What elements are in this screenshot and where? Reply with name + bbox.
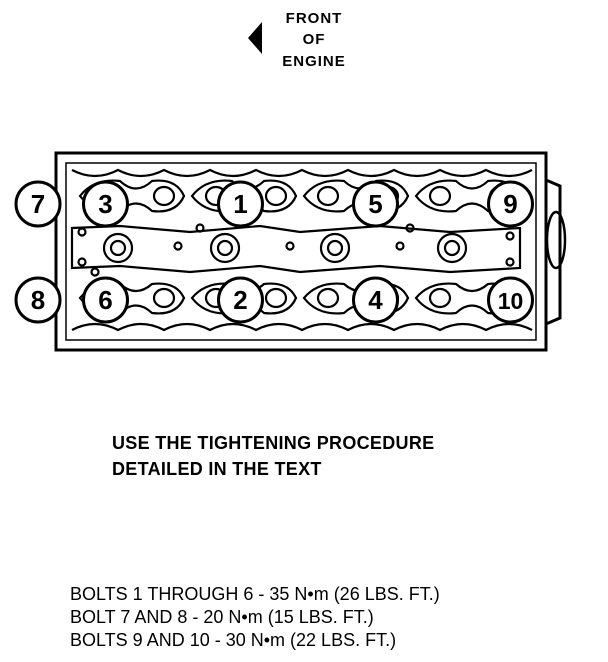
port-outline (302, 282, 410, 315)
torque-spec-line-2: BOLT 7 AND 8 - 20 N•m (15 LBS. FT.) (70, 607, 374, 627)
valve-hole (316, 185, 340, 207)
valve-hole (264, 185, 288, 207)
bolt-markers: 1 2 3 4 5 6 7 8 9 10 (14, 180, 534, 324)
valve-hole (316, 287, 340, 309)
oil-passage-hole (77, 257, 87, 267)
oil-passage-hole (505, 257, 515, 267)
oil-passage-hole (285, 241, 295, 251)
port-outline (302, 179, 410, 213)
oil-passage-hole (173, 241, 183, 251)
procedure-note-line-1: USE THE TIGHTENING PROCEDURE (112, 433, 435, 453)
valve-hole (152, 287, 176, 309)
oil-passage-hole (405, 223, 415, 233)
bolt-circle (14, 276, 62, 324)
procedure-note-line-2: DETAILED IN THE TEXT (112, 459, 322, 479)
bolt-circle (217, 276, 264, 324)
bolt-8: 8 (14, 276, 62, 324)
front-label-line-3: ENGINE (282, 53, 346, 70)
valve-hole (152, 185, 176, 207)
front-label-line-1: FRONT (286, 10, 343, 27)
torque-spec-line-1: BOLTS 1 THROUGH 6 - 35 N•m (26 LBS. FT.) (70, 584, 440, 604)
bolt-number: 7 (31, 189, 45, 219)
bolt-circle (487, 180, 534, 228)
valve-hole (264, 287, 288, 309)
torque-spec-line-3: BOLTS 9 AND 10 - 30 N•m (22 LBS. FT.) (70, 630, 397, 650)
bolt-10: 10 (487, 276, 534, 324)
bolt-number: 6 (98, 285, 112, 315)
bolt-2: 2 (217, 276, 264, 324)
bolt-5: 5 (352, 180, 399, 228)
bolt-circle (217, 180, 264, 228)
bolt-number: 9 (503, 189, 517, 219)
bolt-circle (82, 180, 129, 228)
bolt-number: 4 (368, 285, 383, 315)
oil-passage-hole (77, 227, 87, 237)
chamber-center (109, 239, 127, 257)
bolt-number: 8 (31, 285, 45, 315)
bolt-number: 3 (98, 189, 112, 219)
bolt-7: 7 (14, 180, 62, 228)
oil-passage-hole (195, 223, 205, 233)
chamber-ring (436, 232, 468, 264)
cylinder-head-outline (54, 151, 567, 352)
bolt-1: 1 (217, 180, 264, 228)
valve-hole (428, 287, 452, 309)
front-arrow-icon (248, 22, 262, 54)
bolt-circle (487, 276, 534, 324)
bolt-number: 10 (498, 288, 524, 314)
chamber-center (443, 239, 461, 257)
bolt-9: 9 (487, 180, 534, 228)
torque-specifications: BOLTS 1 THROUGH 6 - 35 N•m (26 LBS. FT.)… (70, 583, 440, 652)
bolt-4: 4 (352, 276, 399, 324)
chamber-center (216, 239, 234, 257)
procedure-note: USE THE TIGHTENING PROCEDURE DETAILED IN… (112, 430, 434, 482)
chamber-ring (319, 232, 351, 264)
water-jacket-edge (71, 168, 533, 178)
center-gallery-outline (70, 224, 522, 274)
bolt-number: 5 (368, 189, 382, 219)
front-label-line-2: OF (303, 31, 326, 48)
chamber-center (326, 239, 344, 257)
chamber-ring (209, 232, 241, 264)
bolt-circle (352, 180, 399, 228)
bolt-circle (352, 276, 399, 324)
bolt-number: 2 (233, 285, 247, 315)
bolt-3: 3 (82, 180, 129, 228)
water-jacket-edge (71, 322, 533, 332)
bolt-circle (82, 276, 129, 324)
chamber-ring (102, 232, 134, 264)
valve-hole (428, 185, 452, 207)
oil-passage-hole (395, 241, 405, 251)
oil-passage-hole (505, 231, 515, 241)
head-port-details (70, 168, 533, 332)
bolt-6: 6 (82, 276, 129, 324)
oil-passage-hole (90, 267, 100, 277)
bolt-number: 1 (233, 189, 247, 219)
bolt-circle (14, 180, 62, 228)
